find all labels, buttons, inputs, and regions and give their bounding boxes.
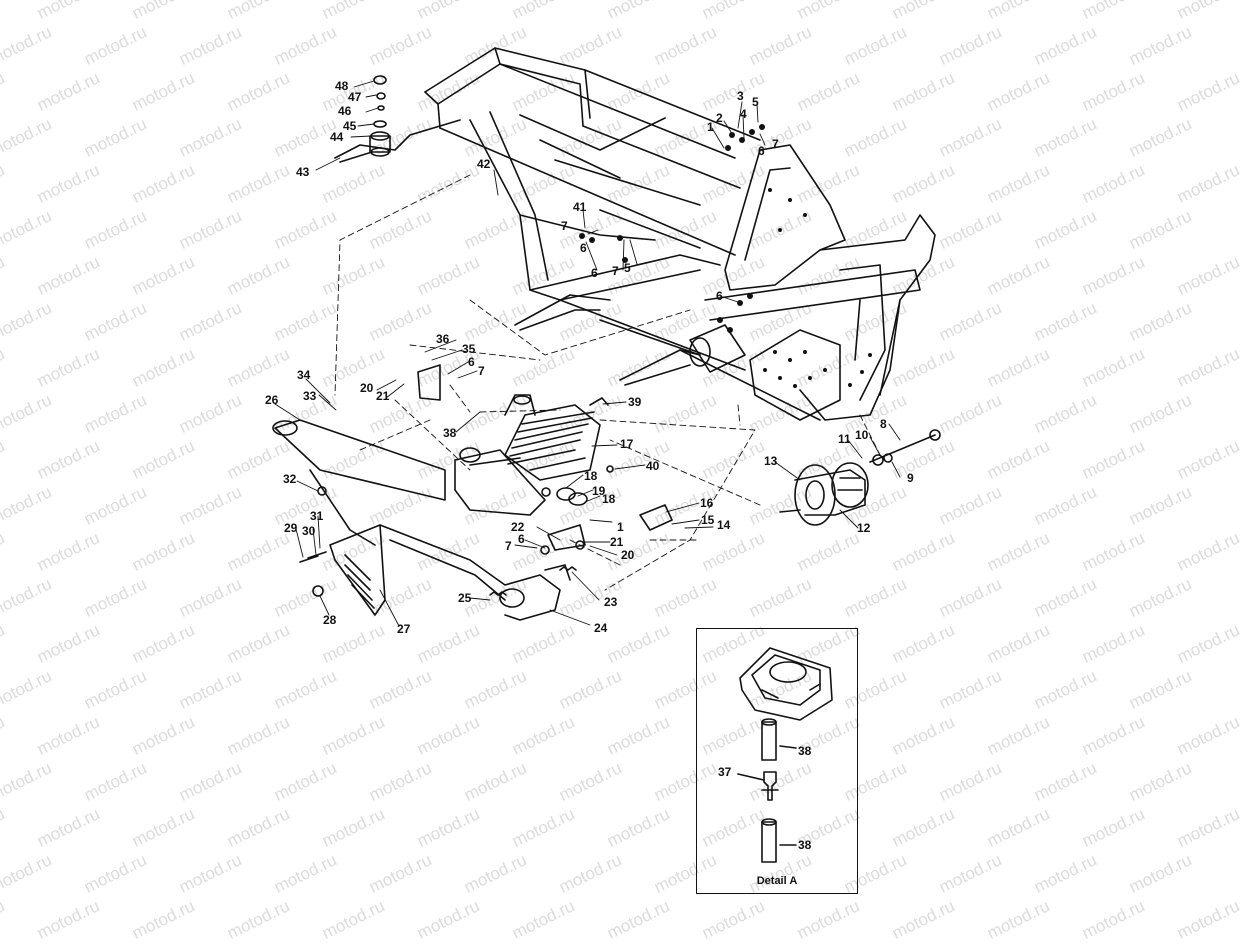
callout-label: 33 <box>303 389 317 403</box>
callout-label: 20 <box>360 381 374 395</box>
callout-label: 48 <box>335 79 349 93</box>
callout-label: 22 <box>511 520 525 534</box>
callout-label: 6 <box>580 241 587 255</box>
callout-label: 6 <box>591 266 598 280</box>
frame-holes <box>579 124 872 388</box>
callout-label: 26 <box>265 393 279 407</box>
callout-label: 44 <box>330 130 344 144</box>
callout-label: 7 <box>478 364 485 378</box>
engine-assembly <box>417 364 673 555</box>
callout-label: 23 <box>604 595 618 609</box>
callout-label: 39 <box>628 395 642 409</box>
callout-label: 38 <box>443 426 457 440</box>
callout-label: 1 <box>617 520 624 534</box>
callout-label: 2 <box>716 111 723 125</box>
callout-label: 6 <box>468 355 475 369</box>
callout-label: 1 <box>707 120 714 134</box>
callout-label: 30 <box>302 524 316 538</box>
exhaust-system <box>272 419 577 621</box>
callout-label: 47 <box>348 90 362 104</box>
callout-label: 13 <box>764 454 778 468</box>
callout-label: 6 <box>758 144 765 158</box>
callout-label: 15 <box>701 513 715 527</box>
callout-label: 8 <box>880 417 887 431</box>
callout-label: 37 <box>718 765 732 779</box>
callout-label: 7 <box>772 137 779 151</box>
callout-label: 27 <box>397 622 411 636</box>
callout-label: 36 <box>436 332 450 346</box>
callout-label: 5 <box>752 95 759 109</box>
callout-label: 9 <box>907 471 914 485</box>
callout-label: 35 <box>462 342 476 356</box>
callout-label: 7 <box>505 539 512 553</box>
callout-label: 19 <box>592 484 606 498</box>
callout-label: 34 <box>297 368 311 382</box>
callout-label: 42 <box>477 157 491 171</box>
callout-label: 14 <box>717 518 731 532</box>
assembly-lines <box>334 174 881 591</box>
callout-label: 31 <box>310 509 324 523</box>
callout-label: 25 <box>458 591 472 605</box>
callout-label: 6 <box>518 532 525 546</box>
leader-lines <box>274 80 901 627</box>
callout-label: 38 <box>798 744 812 758</box>
callout-label: 21 <box>610 535 624 549</box>
callout-label: 11 <box>838 432 851 446</box>
callout-label: 28 <box>323 613 337 627</box>
callout-label: 3 <box>737 89 744 103</box>
callout-label: 45 <box>343 119 357 133</box>
detail-a-drawing <box>737 647 833 863</box>
callout-label: 41 <box>573 200 587 214</box>
drive-clutch <box>779 429 941 526</box>
callout-label: 6 <box>716 289 723 303</box>
callout-label: 21 <box>376 389 390 403</box>
callout-label: 38 <box>798 838 812 852</box>
callout-label: 29 <box>284 521 298 535</box>
callout-label: 7 <box>561 219 568 233</box>
detail-a-caption: Detail A <box>756 875 798 887</box>
callout-label: 16 <box>700 496 714 510</box>
callout-label: 10 <box>855 428 869 442</box>
callout-label: 32 <box>283 472 297 486</box>
callout-label: 40 <box>646 459 660 473</box>
frame-tubes <box>424 47 936 421</box>
callout-label: 18 <box>584 469 598 483</box>
callout-label: 12 <box>857 521 871 535</box>
callout-label: 24 <box>594 621 608 635</box>
callout-label: 46 <box>338 104 352 118</box>
callout-label: 43 <box>296 165 310 179</box>
callout-label: 5 <box>624 261 631 275</box>
callout-label: 17 <box>620 437 634 451</box>
callout-label: 7 <box>612 264 619 278</box>
detail-a-box: Detail A <box>696 628 858 894</box>
callout-label: 4 <box>740 107 747 121</box>
callout-label: 18 <box>602 492 616 506</box>
callout-label: 20 <box>621 548 635 562</box>
